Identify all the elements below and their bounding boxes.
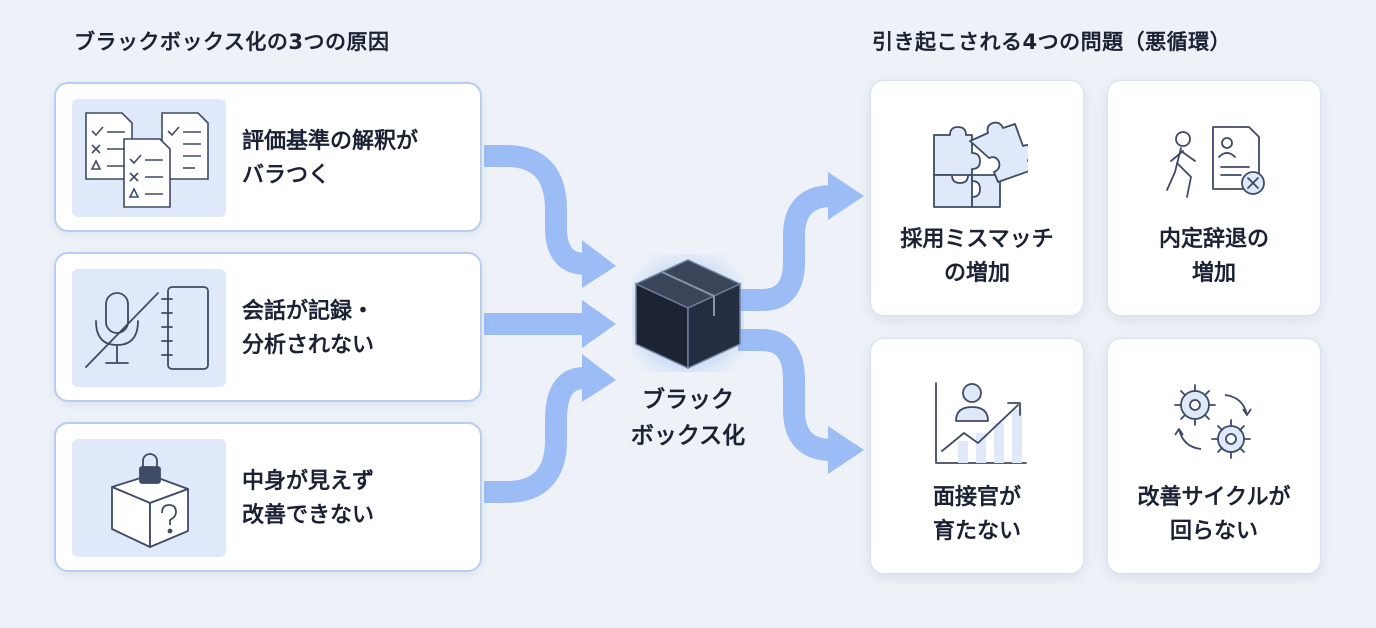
arrowhead-1 bbox=[582, 240, 616, 288]
cause-icon-box bbox=[72, 99, 226, 217]
effect-label: 内定辞退の 増加 bbox=[1108, 223, 1320, 291]
arrow-center-to-effect1 bbox=[738, 185, 833, 311]
arrowhead-5 bbox=[828, 426, 864, 474]
effect-label: 面接官が 育たない bbox=[871, 481, 1083, 549]
effect-label-line1: 採用ミスマッチ bbox=[900, 227, 1054, 252]
black-box-label: ブラック ボックス化 bbox=[612, 382, 764, 454]
causes-section-title: ブラックボックス化の3つの原因 bbox=[74, 30, 390, 54]
gears-cycle-icon bbox=[1174, 384, 1252, 459]
cause-label-line2: バラつく bbox=[242, 163, 331, 188]
effect-label-line2: 回らない bbox=[1169, 519, 1258, 544]
cause-label-line2: 分析されない bbox=[242, 333, 375, 358]
center-label-line1: ブラック bbox=[642, 387, 734, 413]
arrowhead-4 bbox=[828, 172, 864, 220]
arrow-center-to-effect3 bbox=[738, 329, 833, 461]
effect-label-line2: の増加 bbox=[943, 261, 1010, 286]
cause-label: 会話が記録・ 分析されない bbox=[242, 295, 472, 363]
cause-card-evaluation-criteria: 評価基準の解釈が バラつく bbox=[54, 82, 482, 232]
problems-section-title: 引き起こされる4つの問題（悪循環） bbox=[872, 30, 1232, 54]
cause-label-line1: 中身が見えず bbox=[242, 469, 375, 494]
effect-label: 採用ミスマッチ の増加 bbox=[871, 223, 1083, 291]
cause-label: 中身が見えず 改善できない bbox=[242, 465, 472, 533]
dark-cube-box-icon bbox=[632, 259, 744, 372]
center-label-line2: ボックス化 bbox=[630, 423, 746, 449]
cause-label-line1: 会話が記録・ bbox=[242, 299, 375, 324]
effect-card-interviewers-not-growing: 面接官が 育たない bbox=[870, 338, 1084, 574]
effect-label-line1: 面接官が bbox=[932, 485, 1021, 510]
locked-question-box-icon bbox=[111, 453, 189, 548]
effect-label-line2: 増加 bbox=[1191, 261, 1236, 286]
effect-card-offer-declines: 内定辞退の 増加 bbox=[1107, 80, 1321, 316]
cause-card-conversation-records: 会話が記録・ 分析されない bbox=[54, 252, 482, 402]
person-leaving-offer-icon bbox=[1166, 126, 1265, 198]
effect-card-improvement-cycle-stalls: 改善サイクルが 回らない bbox=[1107, 338, 1321, 574]
effect-label-line2: 育たない bbox=[932, 519, 1021, 544]
effect-label-line1: 改善サイクルが bbox=[1137, 485, 1291, 510]
arrowhead-3 bbox=[582, 354, 616, 402]
growth-chart-person-icon bbox=[935, 382, 1027, 464]
effect-card-hiring-mismatch: 採用ミスマッチ の増加 bbox=[870, 80, 1084, 316]
cause-icon-box bbox=[72, 269, 226, 387]
cause-label: 評価基準の解釈が バラつく bbox=[242, 125, 472, 193]
effect-label: 改善サイクルが 回らない bbox=[1108, 481, 1320, 549]
arrowhead-2 bbox=[582, 300, 616, 348]
arrow-cause1-to-center bbox=[484, 145, 587, 275]
cause-label-line1: 評価基準の解釈が bbox=[242, 129, 419, 154]
cause-icon-box bbox=[72, 439, 226, 557]
effect-label-line1: 内定辞退の bbox=[1158, 227, 1269, 252]
cause-label-line2: 改善できない bbox=[242, 503, 375, 528]
cause-card-invisible-contents: 中身が見えず 改善できない bbox=[54, 422, 482, 572]
checklist-documents-icon bbox=[85, 112, 209, 208]
arrow-cause3-to-center bbox=[484, 367, 586, 503]
muted-microphone-notebook-icon bbox=[85, 286, 209, 370]
puzzle-mismatch-icon bbox=[933, 121, 1028, 208]
